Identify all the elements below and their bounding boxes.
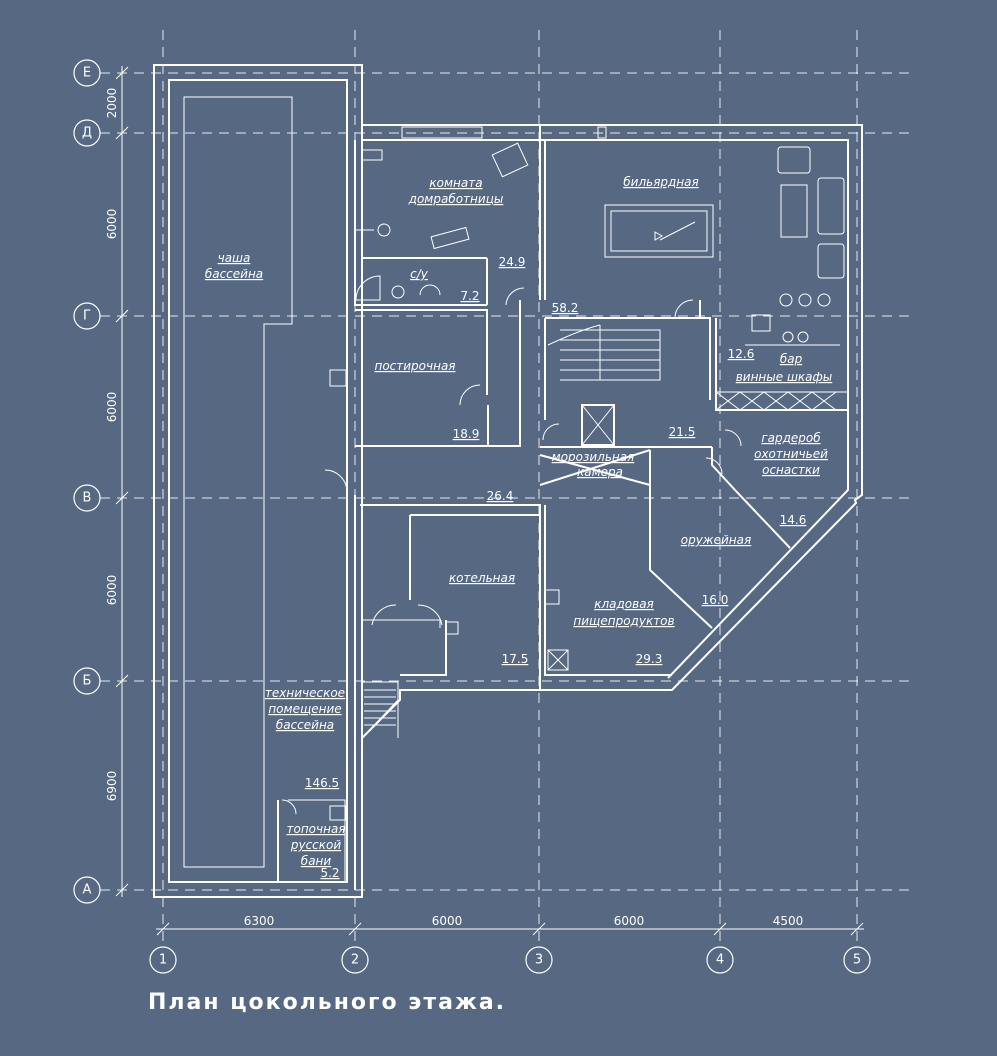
room-labels: чаша бассейна комната домработницы 24.9 … xyxy=(205,175,832,880)
axis-bubble-a xyxy=(73,876,101,904)
room-boiler: котельная xyxy=(449,571,515,585)
axis-label-b: Б xyxy=(83,674,92,689)
axis-label-5: 5 xyxy=(853,953,861,968)
area-armory: 16.0 xyxy=(702,593,729,607)
dim-v-6000-b: 6000 xyxy=(105,392,119,423)
armchair xyxy=(777,146,811,174)
room-pantry-2: пищепродуктов xyxy=(573,614,674,628)
pool-bowl xyxy=(183,96,293,868)
room-tech-2: помещение xyxy=(268,702,341,716)
room-wardrobe-1: гардероб xyxy=(761,431,821,445)
room-pool-bowl-1: чаша xyxy=(218,251,251,265)
room-laundry: постирочная xyxy=(374,359,455,373)
room-wardrobe-2: охотничьей xyxy=(754,447,828,461)
room-sauna-2: русской xyxy=(290,838,342,852)
dim-v-6000-c: 6000 xyxy=(105,575,119,606)
plan-title: План цокольного этажа. xyxy=(148,990,507,1015)
dim-h-6300: 6300 xyxy=(244,914,275,928)
room-pool-bowl-2: бассейна xyxy=(205,267,263,281)
axis-label-a: А xyxy=(83,883,92,898)
billiard-table xyxy=(604,204,714,258)
axis-bubble-3 xyxy=(525,946,553,974)
axis-label-2: 2 xyxy=(351,953,359,968)
room-armory: оружейная xyxy=(681,533,751,547)
furniture xyxy=(355,142,845,346)
room-sauna-1: топочная xyxy=(286,822,345,836)
axis-label-1: 1 xyxy=(159,953,167,968)
axis-label-d: Д xyxy=(82,126,92,141)
room-tech-3: бассейна xyxy=(276,718,334,732)
area-maid: 24.9 xyxy=(499,255,526,269)
axis-bubble-e xyxy=(73,59,101,87)
room-billiard: бильярдная xyxy=(623,175,699,189)
room-wardrobe-3: оснастки xyxy=(762,463,820,477)
door-swings xyxy=(281,287,742,815)
axis-bubbles: Е Д Г В Б А 1 2 3 4 5 xyxy=(73,59,871,974)
area-tech: 146.5 xyxy=(305,776,339,790)
axis-bubble-4 xyxy=(706,946,734,974)
building-outline xyxy=(361,124,863,739)
axis-bubble-2 xyxy=(341,946,369,974)
dim-v-2000: 2000 xyxy=(105,88,119,119)
room-wine: винные шкафы xyxy=(736,370,833,384)
room-freezer-1: морозильная xyxy=(552,450,635,464)
area-boiler: 17.5 xyxy=(502,652,529,666)
bar-stool xyxy=(779,293,793,307)
area-laundry: 18.9 xyxy=(453,427,480,441)
axis-bubble-g xyxy=(73,302,101,330)
dimension-lines: 2000 6000 6000 6000 6900 6300 6000 6000 … xyxy=(105,66,864,936)
axis-label-3: 3 xyxy=(535,953,543,968)
area-bar: 12.6 xyxy=(728,347,755,361)
axis-bubble-1 xyxy=(149,946,177,974)
room-wc: с/у xyxy=(410,267,429,281)
axis-label-4: 4 xyxy=(716,953,724,968)
area-stair-hall: 21.5 xyxy=(669,425,696,439)
area-corridor: 26.4 xyxy=(487,489,514,503)
axis-bubble-5 xyxy=(843,946,871,974)
room-bar: бар xyxy=(780,352,803,366)
axis-bubble-d xyxy=(73,119,101,147)
room-pantry-1: кладовая xyxy=(594,597,654,611)
area-sauna: 5.2 xyxy=(320,866,339,880)
room-sauna-3: бани xyxy=(301,854,332,868)
dim-h-4500: 4500 xyxy=(773,914,804,928)
room-freezer-2: камера xyxy=(577,465,623,479)
room-tech-1: техническое xyxy=(265,686,345,700)
area-wardrobe: 14.6 xyxy=(780,513,807,527)
axis-bubble-b xyxy=(73,667,101,695)
axis-label-g: Г xyxy=(83,309,91,324)
dim-h-6000-b: 6000 xyxy=(614,914,645,928)
axis-bubble-v xyxy=(73,484,101,512)
room-maid-1: комната xyxy=(429,176,482,190)
axis-grid xyxy=(100,30,910,945)
area-billiard: 58.2 xyxy=(552,301,579,315)
axis-label-v: В xyxy=(83,491,92,506)
walls xyxy=(153,64,863,898)
dim-h-6000-a: 6000 xyxy=(432,914,463,928)
dim-v-6000-a: 6000 xyxy=(105,209,119,240)
area-wc: 7.2 xyxy=(460,289,479,303)
axis-label-e: Е xyxy=(83,66,91,81)
dim-v-6900: 6900 xyxy=(105,771,119,802)
sofa xyxy=(780,184,808,238)
area-pantry: 29.3 xyxy=(636,652,663,666)
room-maid-2: домработницы xyxy=(408,192,504,206)
